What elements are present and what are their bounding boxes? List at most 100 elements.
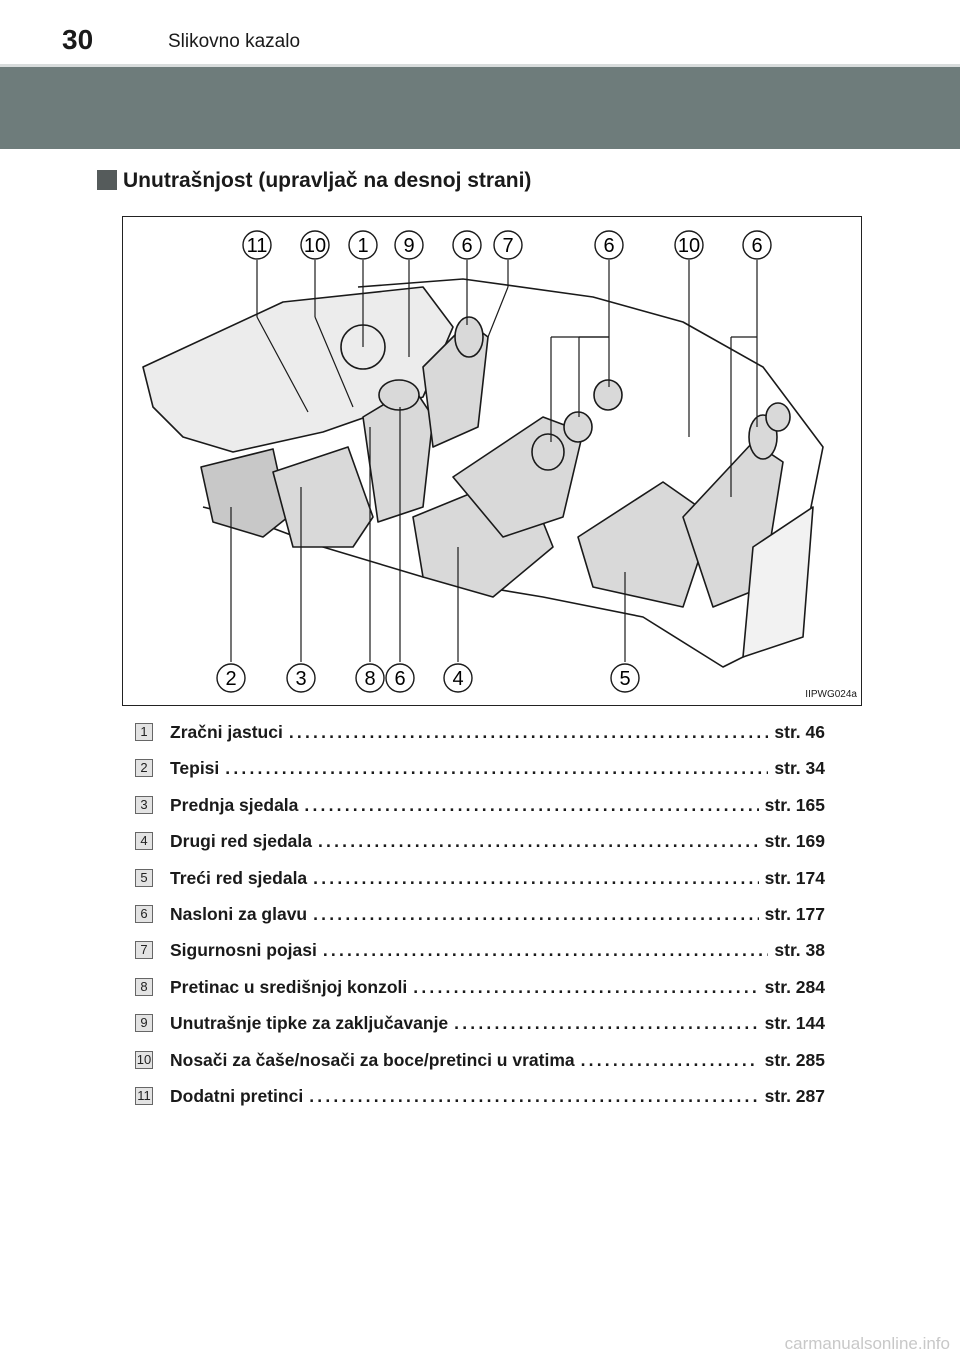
- item-label: Treći red sjedala: [170, 867, 308, 888]
- front-seat-cushion: [272, 446, 374, 548]
- callout-11-top: 11: [242, 230, 272, 260]
- item-page-ref[interactable]: str. 144: [764, 1013, 825, 1034]
- carpet-shape: [200, 448, 289, 538]
- leader-dots: ........................................…: [322, 940, 769, 961]
- driver-headrest: [454, 316, 484, 358]
- item-label: Prednja sjedala: [170, 794, 299, 815]
- item-number-badge: 5: [135, 868, 153, 887]
- list-item: 10 Nosači za čaše/nosači za boce/pretinci…: [135, 1048, 830, 1084]
- list-item: 5 Treći red sjedala......................…: [135, 866, 830, 902]
- leader-dots: ........................................…: [288, 722, 769, 742]
- front-headrest: [378, 379, 420, 411]
- svg-text:5: 5: [619, 668, 630, 690]
- list-item: 3 Prednja sjedala........................…: [135, 793, 830, 829]
- svg-text:11: 11: [247, 235, 268, 257]
- second-row-headrest-a: [531, 433, 565, 471]
- item-page-ref[interactable]: str. 174: [764, 867, 825, 888]
- callout-10-top: 10: [300, 230, 330, 260]
- item-page-ref[interactable]: str. 285: [764, 1049, 825, 1070]
- car-interior-drawing: 11 10 1 9 6 7 6 10 6 2 3 8 6 4 5: [142, 230, 824, 693]
- leader-dots: ........................................…: [454, 1013, 759, 1034]
- figure-code: IIPWG024a: [805, 689, 857, 700]
- callout-1: 1: [348, 230, 378, 260]
- section-title: Unutrašnjost (upravljač na desnoj strani…: [123, 169, 532, 192]
- item-page-ref[interactable]: str. 177: [764, 903, 825, 924]
- item-number-badge: 3: [135, 795, 153, 814]
- item-label: Sigurnosni pojasi: [170, 940, 317, 961]
- item-label: Nosači za čaše/nosači za boce/pretinci u…: [170, 1049, 575, 1070]
- leader-dots: ........................................…: [304, 794, 759, 815]
- svg-text:3: 3: [295, 668, 306, 690]
- item-number-badge: 10: [135, 1050, 153, 1069]
- svg-text:6: 6: [394, 668, 405, 690]
- svg-text:6: 6: [751, 235, 762, 257]
- page-header: 30 Slikovno kazalo: [0, 0, 960, 64]
- list-item: 7 Sigurnosni pojasi......................…: [135, 938, 830, 974]
- leader-dots: ........................................…: [309, 1085, 759, 1106]
- item-page-ref[interactable]: str. 287: [764, 1085, 825, 1106]
- svg-text:10: 10: [304, 235, 326, 257]
- interior-illustration: 11 10 1 9 6 7 6 10 6 2 3 8 6 4 5 IIPWG02…: [122, 216, 862, 706]
- leader-dots: ........................................…: [580, 1049, 759, 1070]
- item-number-badge: 6: [135, 904, 153, 923]
- header-banner: [0, 67, 960, 149]
- svg-text:10: 10: [678, 235, 700, 257]
- item-number-badge: 2: [135, 759, 153, 778]
- item-label: Unutrašnje tipke za zaključavanje: [170, 1013, 449, 1034]
- callout-10-top-b: 10: [674, 230, 704, 260]
- item-label: Tepisi: [170, 758, 220, 779]
- callout-6-top-b: 6: [594, 230, 624, 260]
- second-row-headrest-b: [563, 411, 593, 443]
- callout-2: 2: [216, 663, 246, 693]
- leader-dots: ........................................…: [313, 867, 759, 888]
- item-page-ref[interactable]: str. 38: [774, 940, 825, 961]
- chapter-title: Slikovno kazalo: [168, 31, 301, 52]
- callout-6-top-a: 6: [452, 230, 482, 260]
- svg-text:6: 6: [603, 235, 614, 257]
- callout-4: 4: [443, 663, 473, 693]
- watermark: carmanualsonline.info: [784, 1334, 950, 1353]
- svg-text:1: 1: [357, 235, 368, 257]
- callout-9: 9: [394, 230, 424, 260]
- item-number-badge: 4: [135, 832, 153, 851]
- item-page-ref[interactable]: str. 169: [764, 831, 825, 852]
- item-number-badge: 8: [135, 977, 153, 996]
- svg-text:9: 9: [403, 235, 414, 257]
- svg-text:2: 2: [225, 668, 236, 690]
- svg-text:8: 8: [364, 668, 375, 690]
- callout-6-bottom: 6: [385, 663, 415, 693]
- item-number-badge: 11: [135, 1086, 153, 1105]
- cargo-floor: [742, 506, 814, 658]
- item-page-ref[interactable]: str. 46: [774, 722, 825, 742]
- section-square-icon: [97, 170, 117, 190]
- callout-3: 3: [286, 663, 316, 693]
- leader-dots: ........................................…: [413, 976, 759, 997]
- svg-text:7: 7: [502, 235, 513, 257]
- callout-6-top-c: 6: [742, 230, 772, 260]
- list-item: 8 Pretinac u središnjoj konzoli..........…: [135, 975, 830, 1011]
- third-row-headrest-b: [765, 402, 791, 432]
- item-label: Dodatni pretinci: [170, 1085, 304, 1106]
- item-number-badge: 7: [135, 941, 153, 960]
- item-label: Drugi red sjedala: [170, 831, 312, 852]
- item-label: Pretinac u središnjoj konzoli: [170, 976, 408, 997]
- second-row-headrest-c: [593, 379, 623, 411]
- item-page-ref[interactable]: str. 284: [764, 976, 825, 997]
- leader-dots: ........................................…: [225, 758, 768, 779]
- item-page-ref[interactable]: str. 34: [774, 758, 825, 779]
- callout-5: 5: [610, 663, 640, 693]
- item-label: Nasloni za glavu: [170, 903, 308, 924]
- callout-7: 7: [493, 230, 523, 260]
- item-page-ref[interactable]: str. 165: [764, 794, 825, 815]
- list-item: 2 Tepisi.................................…: [135, 756, 830, 792]
- item-number-badge: 1: [135, 723, 153, 741]
- svg-text:4: 4: [452, 668, 463, 690]
- page-number: 30: [62, 24, 94, 55]
- list-item: 11 Dodatni pretinci......................…: [135, 1084, 830, 1120]
- header-divider: [0, 64, 960, 67]
